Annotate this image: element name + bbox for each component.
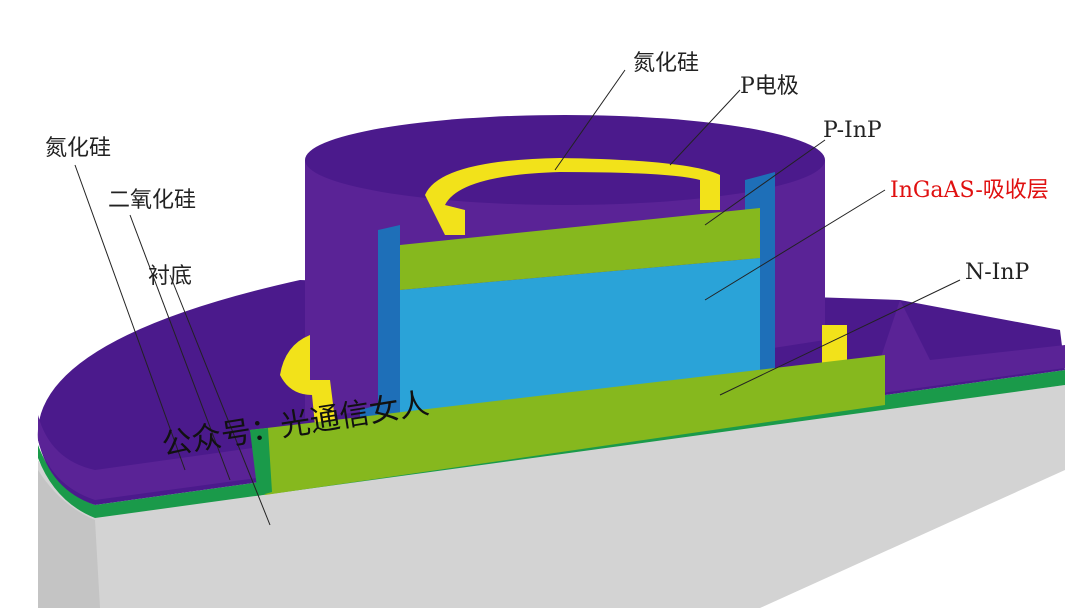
label-p-electrode: P电极 bbox=[740, 74, 799, 99]
label-ingaas: InGaAS-吸收层 bbox=[890, 178, 1049, 203]
substrate-layer bbox=[38, 385, 1065, 608]
label-n-inp: N-InP bbox=[965, 260, 1030, 285]
label-sin-top: 氮化硅 bbox=[633, 51, 700, 76]
label-sin-left: 氮化硅 bbox=[45, 136, 112, 161]
ingaas-absorber bbox=[400, 258, 760, 420]
p-electrode-ring bbox=[425, 158, 720, 235]
p-inp-layer bbox=[400, 208, 760, 290]
leader-lines bbox=[74, 69, 961, 526]
sio2-step bbox=[250, 428, 272, 496]
p-electrode-right bbox=[822, 325, 847, 365]
label-substrate: 衬底 bbox=[148, 264, 193, 289]
p-electrode-lower bbox=[280, 335, 335, 425]
n-inp-layer bbox=[250, 355, 885, 495]
label-sio2: 二氧化硅 bbox=[108, 188, 197, 213]
ingaas-side-left bbox=[360, 225, 400, 425]
substrate-front-face bbox=[38, 470, 100, 608]
label-p-inp: P-InP bbox=[823, 118, 882, 143]
